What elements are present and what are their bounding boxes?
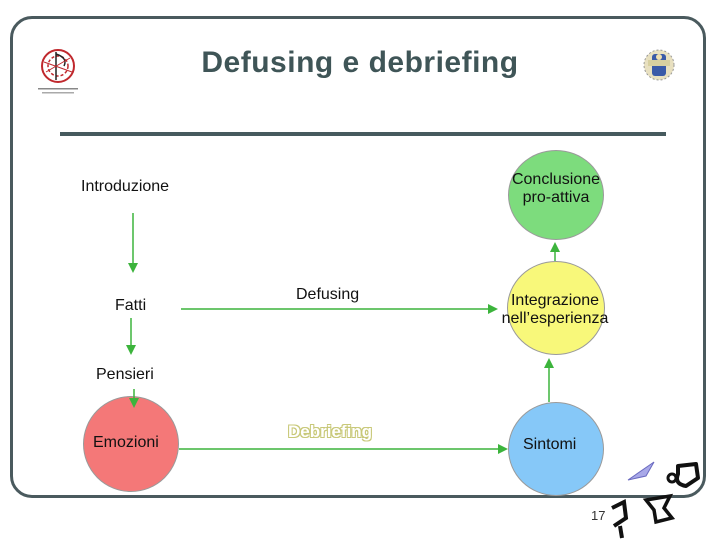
label-integrazione-line1: Integrazione [476, 292, 634, 310]
label-conclusione-line2: pro-attiva [488, 189, 624, 207]
label-sintomi: Sintomi [523, 436, 576, 454]
label-integrazione-line2: nell’esperienza [476, 310, 634, 328]
label-conclusione-line1: Conclusione [488, 171, 624, 189]
label-debriefing: Debriefing [288, 422, 372, 442]
decorative-doodle-icon [600, 456, 710, 540]
label-emozioni: Emozioni [93, 434, 159, 452]
label-conclusione: Conclusione pro-attiva [488, 171, 624, 207]
label-pensieri: Pensieri [96, 366, 154, 384]
label-defusing: Defusing [296, 286, 359, 304]
label-introduzione: Introduzione [81, 178, 169, 196]
label-integrazione: Integrazione nell’esperienza [476, 292, 634, 328]
label-fatti: Fatti [115, 297, 146, 315]
